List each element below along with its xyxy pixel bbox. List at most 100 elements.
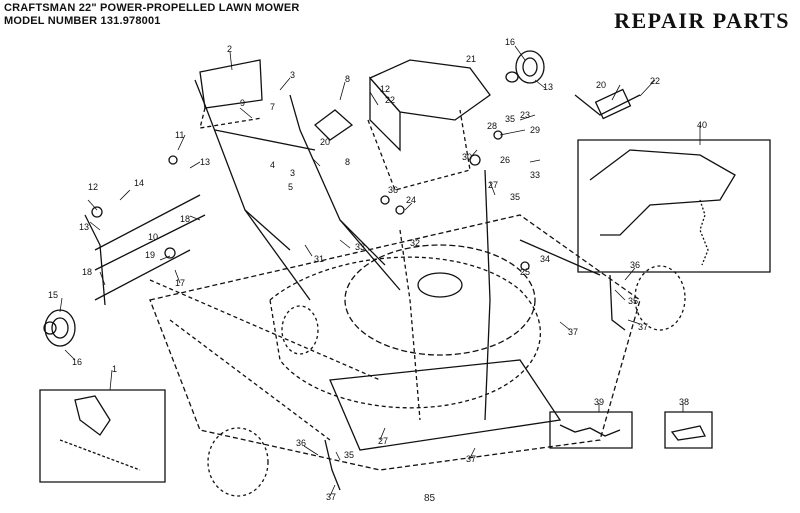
callout-34: 34 [540, 254, 550, 264]
handle-upper-right [289, 94, 386, 266]
callout-27-bottom: 27 [378, 436, 388, 446]
callout-6: 8 [345, 74, 350, 84]
callout-16: 16 [505, 37, 515, 47]
callout-23: 23 [520, 110, 530, 120]
callout-11: 11 [175, 130, 184, 140]
callout-37-right: 37 [638, 322, 648, 332]
front-wheel-left [43, 309, 76, 347]
callout-15: 15 [48, 290, 58, 300]
rear-axle-bar [94, 214, 206, 271]
callout-35-right: 35 [628, 296, 638, 306]
linkage-1 [609, 274, 626, 331]
bolt-24 [395, 205, 405, 215]
callout-10: 10 [148, 232, 158, 242]
header-model-number: MODEL NUMBER 131.978001 [4, 15, 161, 27]
callout-31: 31 [314, 254, 324, 264]
callout-13-left: 13 [79, 222, 89, 232]
callout-37-lower: 37 [326, 492, 336, 502]
callout-19: 19 [145, 250, 155, 260]
callout-4: 4 [270, 160, 275, 170]
callout-13-mid: 13 [200, 157, 210, 167]
callout-29: 29 [530, 125, 540, 135]
nut-25 [520, 261, 530, 271]
callout-12: 12 [88, 182, 98, 192]
callout-36-mid: 36 [388, 185, 398, 195]
handle-lower-left [244, 209, 311, 301]
callout-21: 21 [466, 54, 476, 64]
drive-wheel-top [505, 50, 545, 84]
callout-17: 17 [175, 278, 185, 288]
callout-5: 5 [288, 182, 293, 192]
page-title: REPAIR PARTS [614, 8, 790, 33]
callout-12-top: 12 [380, 84, 390, 94]
center-rod [484, 169, 491, 421]
drive-housing [589, 149, 736, 236]
rear-wheel-left [207, 427, 269, 497]
dash-link-1 [399, 229, 421, 421]
callout-35-mid: 35 [510, 192, 520, 202]
bushing-30 [469, 154, 481, 166]
front-axle [94, 194, 201, 251]
callout-37-bottom: 37 [466, 454, 476, 464]
bail-body [369, 76, 401, 152]
inset-39-frame [549, 411, 633, 449]
front-wheel-dashed [281, 305, 319, 355]
callout-14: 14 [134, 178, 144, 188]
handle-lower-right [339, 219, 401, 291]
deck-inner-rim [269, 256, 542, 409]
callout-35-bottom: 35 [344, 450, 354, 460]
callout-38: 38 [679, 397, 689, 407]
drive-chain [699, 199, 709, 266]
callout-9: 9 [240, 98, 245, 108]
handle-crossbar [214, 129, 316, 151]
callout-13-top: 13 [543, 82, 553, 92]
callout-18-left: 18 [82, 267, 92, 277]
mower-deck [149, 214, 641, 471]
axle-link [94, 249, 191, 301]
callout-7: 7 [270, 102, 275, 112]
callout-33: 33 [530, 170, 540, 180]
engine-flywheel [417, 272, 463, 298]
inset-1-rod [59, 439, 141, 471]
spacer-36 [380, 195, 390, 205]
bolt-13 [168, 155, 178, 165]
leader-lines [59, 45, 701, 497]
hardware-kit [559, 424, 621, 437]
decal-kit [670, 425, 706, 441]
callout-36-right: 36 [630, 260, 640, 270]
callout-24: 24 [406, 195, 416, 205]
knob-19 [164, 247, 176, 259]
callout-labels: 2 3 8 16 13 20 22 21 40 23 35 28 29 30 2… [48, 37, 707, 502]
engine-blower-housing [344, 244, 536, 356]
spring-12 [91, 206, 103, 218]
callout-1: 1 [112, 364, 117, 374]
callout-39: 39 [594, 397, 604, 407]
callout-27-top: 27 [488, 180, 498, 190]
callout-20: 20 [596, 80, 606, 90]
callout-37-mid: 37 [568, 327, 578, 337]
page-number: 85 [424, 493, 436, 504]
handle-upper [194, 79, 291, 251]
callout-33-mid: 33 [355, 242, 365, 252]
engine-base [329, 359, 562, 451]
linkage-2 [324, 439, 341, 491]
callout-22: 22 [650, 76, 660, 86]
header-product-line: CRAFTSMAN 22" POWER-PROPELLED LAWN MOWER [4, 2, 300, 14]
callout-2: 2 [227, 44, 232, 54]
callout-20-mid: 20 [320, 137, 330, 147]
callout-32: 32 [410, 238, 420, 248]
inset-1-part [74, 395, 111, 436]
callout-8: 8 [345, 157, 350, 167]
callout-25: 25 [520, 267, 530, 277]
callout-3-mid: 3 [290, 168, 295, 178]
inset-40-frame [577, 139, 771, 273]
callout-16-left: 16 [72, 357, 82, 367]
drive-pulley [594, 88, 632, 120]
dash-link-3 [169, 319, 331, 441]
callout-36-bottom: 36 [296, 438, 306, 448]
rear-wheel-right [634, 265, 686, 331]
height-adjuster [84, 214, 106, 306]
callout-3: 3 [290, 70, 295, 80]
inset-38-frame [664, 411, 713, 449]
